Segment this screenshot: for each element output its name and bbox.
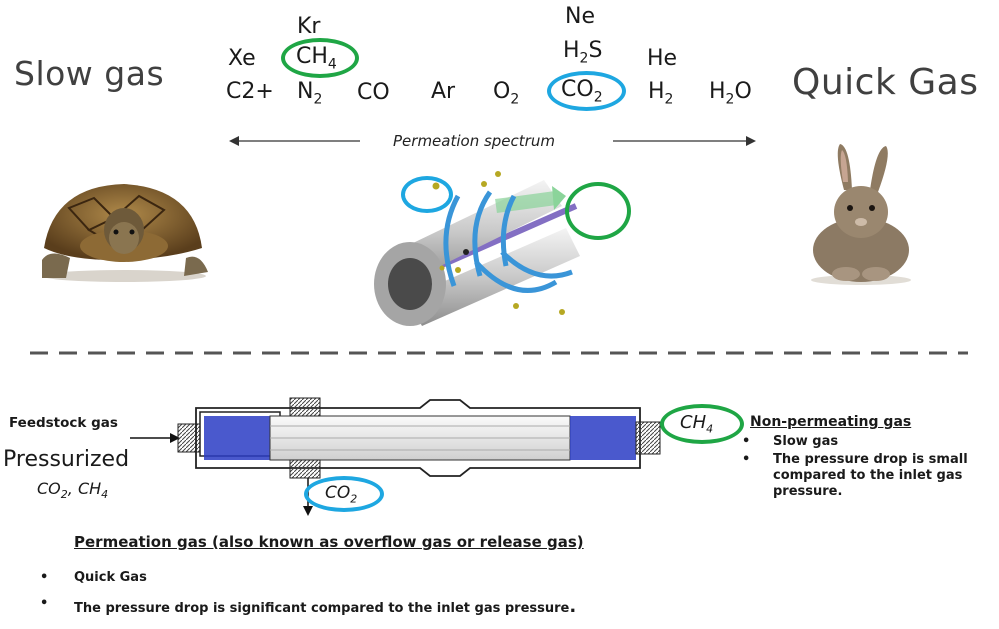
spectrum-label: Permeation spectrum [393,132,555,150]
rabbit-image [811,144,911,285]
non-perm-item-2: The pressure drop is small compared to t… [773,452,968,499]
gas-kr: Kr [297,14,321,39]
pressurized-label: Pressurized [3,447,130,472]
tortoise-image [42,184,208,282]
outlet-ch4-ring [660,404,744,444]
permeation-gas-title: Permeation gas (also known as overflow g… [74,533,584,551]
membrane-tube-illustration [374,171,580,326]
outlet-co2-label: CO2 [325,483,358,506]
perm-item-1: Quick Gas [74,570,147,585]
gas-h2s: H2S [563,38,603,67]
non-perm-bullet-1: • [742,434,751,449]
outlet-ch4-label: CH4 [680,412,714,436]
co2-molecule-ring [401,176,453,213]
section-divider [30,351,968,355]
spectrum-arrows [229,136,756,146]
gas-o2: O2 [493,79,520,108]
non-perm-bullet-2: • [742,452,751,467]
ch4-highlight-ring [281,38,359,78]
gas-ch4: CH4 [296,44,337,73]
perm-bullet-1: • [40,570,49,585]
gas-ar: Ar [431,79,456,104]
non-permeating-title: Non-permeating gas [750,414,912,430]
perm-bullet-2: • [40,596,49,611]
non-perm-item-1: Slow gas [773,434,839,449]
perm-item-2: The pressure drop is significant compare… [74,596,577,617]
slow-gas-title: Slow gas [14,54,165,93]
gas-xe: Xe [228,46,256,71]
feed-gases-label: CO2, CH4 [37,479,109,502]
membrane-module-diagram [130,397,661,516]
gas-c2: C2+ [226,79,274,104]
gas-h2o: H2O [709,79,752,108]
gas-co: CO [357,80,390,105]
gas-he: He [647,46,678,71]
ch4-molecule-ring [565,182,631,240]
gas-h2: H2 [648,79,674,108]
co2-highlight-ring [547,71,626,111]
feedstock-gas-label: Feedstock gas [9,415,118,431]
gas-n2: N2 [297,79,323,108]
quick-gas-title: Quick Gas [792,62,979,103]
outlet-co2-ring [304,476,384,512]
gas-ne: Ne [565,4,595,29]
gas-co2: CO2 [561,77,603,106]
